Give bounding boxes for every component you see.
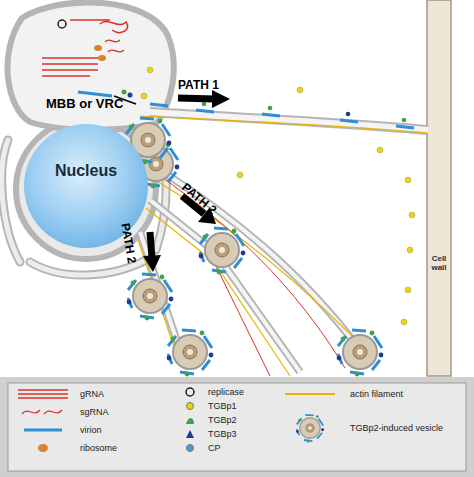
legend-sample-sgrna: [22, 410, 62, 414]
tgbp1-dot: [409, 212, 415, 218]
path-arrow: [178, 98, 214, 99]
tgbp2: [122, 90, 127, 95]
tgbp1-dot: [147, 67, 153, 73]
legend-box: [8, 383, 466, 471]
legend-text: TGBp3: [208, 429, 237, 439]
tgbp2: [402, 118, 407, 123]
path-arrow-head: [212, 90, 230, 108]
legend-text: gRNA: [80, 389, 104, 399]
cell-wall-band: [427, 0, 451, 376]
tgbp3: [128, 93, 133, 98]
legend-text: virion: [80, 425, 102, 435]
legend-text: sgRNA: [80, 407, 109, 417]
ribosome: [94, 45, 102, 51]
legend-sample-ribosome: [38, 444, 48, 452]
legend-sample-tgbp3: [186, 430, 194, 438]
legend-text: replicase: [208, 387, 244, 397]
tgbp2: [202, 102, 207, 107]
virion: [150, 104, 414, 128]
structure-label: MBB or VRC: [46, 96, 123, 111]
legend-text: TGBp2-induced vesicle: [350, 423, 443, 433]
cell-wall-band: Cell wall: [427, 0, 451, 376]
legend-text: TGBp2: [208, 415, 237, 425]
legend-sample-actin: [285, 393, 335, 395]
tgbp1-dot: [405, 287, 411, 293]
tgbp1-dot: [407, 247, 413, 253]
tgbp2-vesicle: [337, 330, 384, 376]
tgbp2: [268, 106, 273, 111]
background: [0, 0, 474, 377]
legend-text: CP: [208, 443, 221, 453]
ribosome: [98, 55, 106, 61]
tgbp3: [346, 112, 351, 117]
legend-swatch: [186, 402, 194, 410]
tgbp2-vesicle: [199, 228, 246, 274]
legend-sample-replicase: [186, 388, 194, 396]
tgbp1-dot: [237, 172, 243, 178]
legend-text: ribosome: [80, 443, 117, 453]
legend-text: TGBp1: [208, 401, 237, 411]
legend-panel: [0, 377, 474, 477]
grna-strand: [42, 58, 98, 76]
actin-filament: [160, 176, 345, 376]
tgbp1-dot: [405, 177, 411, 183]
tgbp1-dot: [377, 147, 383, 153]
path-arrow-head: [143, 255, 161, 272]
path-label: PATH 1: [178, 78, 219, 92]
node-label: Cell wall: [427, 254, 451, 272]
er-lumen: [150, 112, 428, 130]
tgbp1-dots: [237, 87, 415, 325]
sgrna-strand: [105, 40, 124, 52]
tgbp1-dot: [297, 87, 303, 93]
legend-sample-tgbp2: [186, 418, 194, 424]
legend-sample-vesicle: [296, 415, 324, 443]
tgbp2-vesicle: [167, 330, 214, 376]
actin-filament: [140, 116, 428, 133]
node-label: Nucleus: [24, 162, 148, 179]
legend-sample-virion: [24, 429, 62, 432]
virion: [78, 92, 112, 96]
path-arrow: [150, 232, 152, 258]
replicase: [58, 20, 66, 28]
tgbp1-dot: [401, 319, 407, 325]
legend-sample-grna: [18, 390, 68, 398]
er-membrane-body: [8, 2, 174, 129]
legend-text: actin filament: [350, 389, 403, 399]
tgbp1-dot: [141, 93, 147, 99]
tgbp2-vesicle: [127, 274, 174, 320]
er-tubule: [150, 112, 428, 130]
legend-swatch: [186, 444, 194, 452]
grna-loop: [70, 20, 128, 32]
